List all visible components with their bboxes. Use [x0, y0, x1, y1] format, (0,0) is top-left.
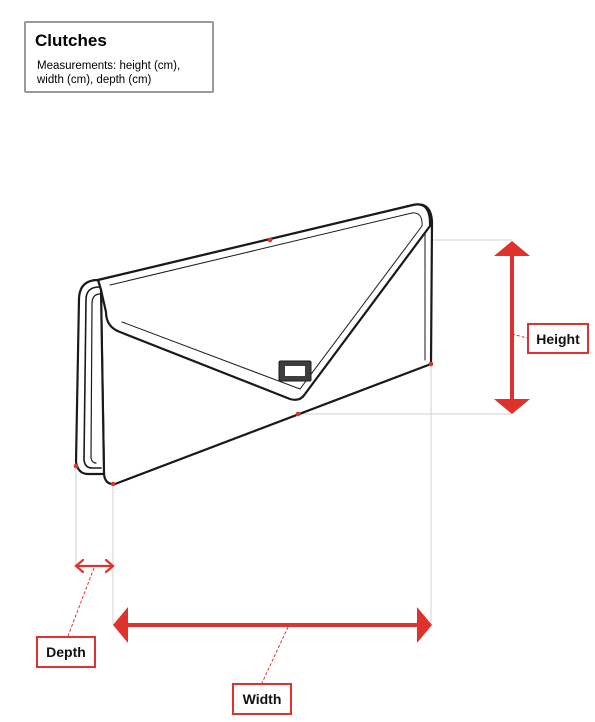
height-leader	[511, 333, 528, 339]
bag-flap	[96, 203, 432, 401]
point-bottom	[295, 411, 301, 417]
title-box: Clutches Measurements: height (cm), widt…	[24, 21, 214, 93]
measurement-points	[73, 237, 434, 487]
depth-arrow	[74, 558, 115, 574]
clasp-window	[285, 366, 305, 376]
flap-inner-edge	[109, 212, 423, 390]
side-fold-inner-1	[83, 286, 102, 469]
width-label: Width	[232, 683, 292, 715]
width-leader	[261, 626, 289, 684]
depth-leader	[67, 567, 95, 637]
point-top	[267, 237, 273, 243]
side-fold-inner-2	[90, 293, 101, 464]
side-fold-outer	[74, 278, 106, 476]
point-depth-left	[73, 463, 79, 469]
page-title: Clutches	[35, 31, 107, 50]
width-arrow	[113, 607, 432, 643]
height-arrow	[494, 241, 530, 414]
point-depth-right	[110, 481, 116, 487]
clutch-bag-illustration	[74, 203, 434, 486]
measurements-note: Measurements: height (cm), width (cm), d…	[37, 60, 181, 86]
depth-label: Depth	[36, 636, 96, 668]
height-label: Height	[527, 323, 589, 354]
point-right	[428, 361, 434, 367]
